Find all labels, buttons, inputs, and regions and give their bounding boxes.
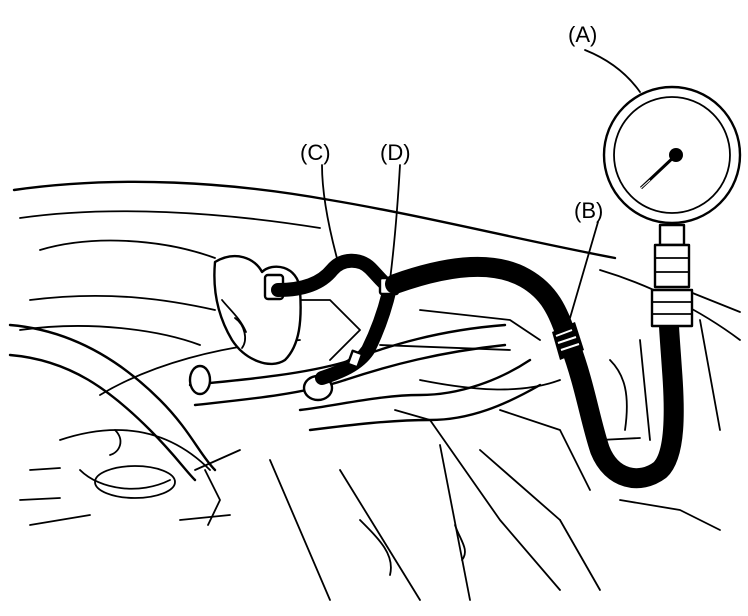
gauge-fitting xyxy=(650,223,694,328)
label-a-gauge: (A) xyxy=(568,22,597,47)
intake-pipe xyxy=(8,323,241,482)
hose-clamp-b xyxy=(552,322,584,360)
label-b-hose: (B) xyxy=(574,198,603,223)
hose-d-branch xyxy=(315,281,397,385)
callout-leaders xyxy=(321,49,641,319)
hose-b xyxy=(385,256,684,489)
throttle-body xyxy=(213,255,302,366)
label-d-joint: (D) xyxy=(380,140,411,165)
pressure-gauge xyxy=(602,85,742,225)
engine-body xyxy=(19,239,721,601)
label-c-hose: (C) xyxy=(300,140,331,165)
